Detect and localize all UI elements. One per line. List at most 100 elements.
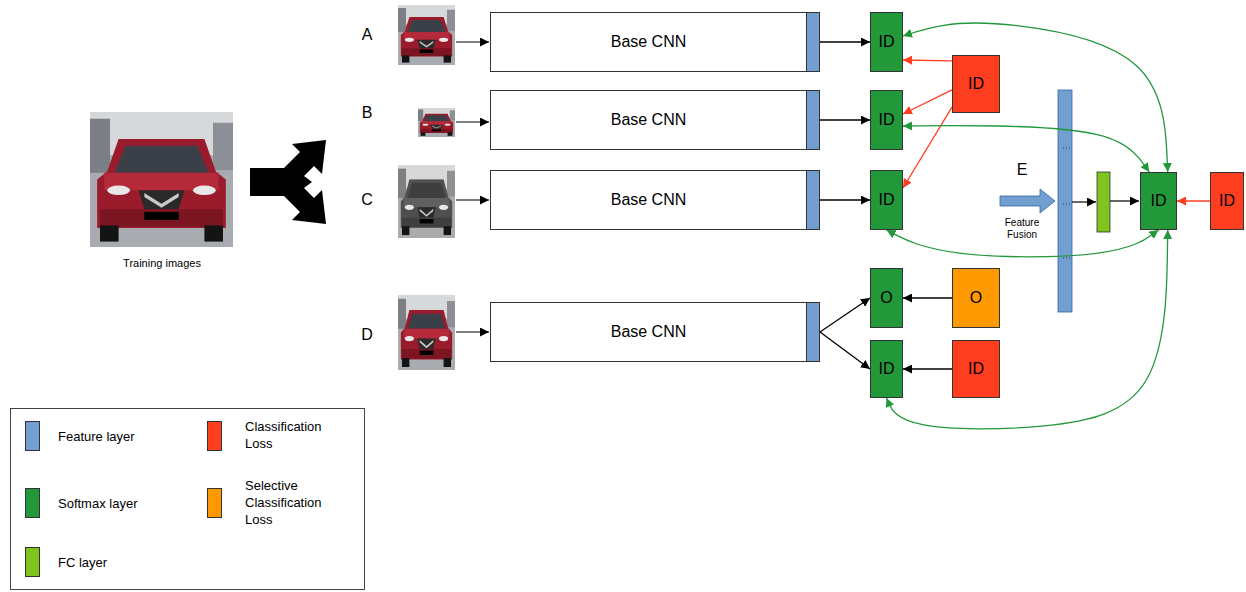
legend-swatch — [207, 488, 222, 518]
car-wheel — [444, 358, 451, 367]
classification-loss: ID — [952, 55, 1000, 113]
car-photo — [398, 5, 455, 65]
legend-text: Feature layer — [58, 429, 135, 446]
label-slot: Training images — [123, 253, 201, 271]
label-slot: A — [362, 25, 373, 44]
connector — [903, 90, 952, 114]
connector — [903, 23, 1168, 172]
car-photo — [418, 108, 455, 137]
fc-arrow — [1110, 200, 1139, 201]
connector — [820, 332, 870, 369]
car-photo-content — [398, 295, 455, 370]
fused-feature-layer — [1058, 90, 1072, 312]
building — [447, 10, 455, 31]
input-arrow — [456, 199, 489, 200]
photo-ground — [90, 112, 233, 247]
car-body — [401, 310, 452, 360]
car-wheel — [444, 226, 451, 235]
car-bumper — [100, 209, 223, 227]
feature-layer — [806, 171, 819, 229]
layer-label: ID — [1219, 191, 1235, 210]
layer-divider — [1063, 258, 1072, 259]
photo-ground — [398, 5, 455, 65]
car-body — [401, 180, 452, 228]
legend-slot: Softmax layer — [58, 494, 188, 513]
car-wheel — [100, 225, 119, 241]
car-wheel — [421, 132, 426, 135]
layer-label: ID — [879, 32, 895, 51]
photo-ground — [398, 295, 455, 370]
car-windshield — [408, 183, 446, 198]
label-slot: E — [1017, 160, 1028, 179]
softmax-layer: O — [870, 268, 903, 328]
label-slot: B — [362, 103, 373, 122]
car-wheel — [402, 358, 409, 367]
car-photo — [90, 112, 233, 247]
car-plate — [144, 212, 178, 220]
connector — [1177, 200, 1210, 201]
legend-text: Classification Loss — [245, 419, 345, 453]
car-headlight — [439, 205, 448, 210]
legend-text: FC layer — [58, 555, 107, 572]
building — [398, 8, 406, 32]
car-photo-content — [418, 108, 455, 137]
car-headlight — [405, 38, 414, 42]
legend-swatch — [25, 547, 40, 577]
softmax-layer: ID — [870, 340, 903, 398]
layer-label: O — [880, 288, 892, 307]
cnn-block: Base CNN — [490, 302, 820, 362]
car-windshield — [408, 314, 446, 329]
car-wheel — [448, 132, 453, 135]
connector — [820, 41, 870, 42]
car-wheel — [444, 55, 451, 62]
car-photo — [398, 165, 455, 238]
car-chrome — [432, 125, 441, 128]
label-slot: Feature Fusion — [996, 217, 1048, 242]
fc-layer — [1097, 172, 1110, 232]
car-bumper — [402, 48, 451, 56]
car-wheel — [402, 226, 409, 235]
car-photo-content — [398, 165, 455, 238]
feature-layer — [806, 303, 819, 361]
input-arrow — [456, 331, 489, 332]
car-headlight — [445, 124, 451, 126]
layer-label: ID — [879, 190, 895, 209]
car-headlight — [107, 186, 130, 195]
classification-loss: ID — [952, 340, 1000, 398]
car-plate — [420, 351, 434, 356]
car-bumper — [402, 218, 451, 227]
cnn-block: Base CNN — [490, 90, 820, 150]
car-windshield — [424, 115, 448, 121]
building — [447, 171, 455, 197]
car-chrome — [420, 340, 434, 348]
car-bumper — [421, 129, 453, 133]
car-grille — [139, 190, 185, 209]
car-chrome — [420, 41, 434, 48]
connector — [820, 298, 870, 332]
legend-swatch — [25, 488, 40, 518]
connector — [903, 297, 952, 298]
car-bumper — [402, 349, 451, 359]
car-headlight — [422, 124, 428, 126]
car-windshield — [408, 20, 446, 32]
building — [90, 119, 110, 173]
legend-slot: Feature layer — [58, 427, 188, 446]
car-plate — [432, 129, 441, 131]
legend-slot: FC layer — [58, 553, 188, 572]
legend-swatch — [207, 421, 222, 451]
legend-text: Selective Classification Loss — [245, 478, 345, 529]
car-wheel — [204, 225, 223, 241]
caption-text: Feature Fusion — [996, 217, 1048, 241]
block-label: Base CNN — [611, 190, 687, 209]
car-chrome — [144, 193, 178, 208]
layer-label: ID — [879, 110, 895, 129]
building — [447, 301, 455, 327]
car-headlight — [405, 336, 414, 341]
connector — [903, 368, 952, 369]
connector — [820, 199, 870, 200]
car-headlight — [193, 186, 216, 195]
connector — [903, 59, 952, 61]
car-windshield — [114, 146, 208, 173]
branch-letter: E — [1017, 160, 1028, 179]
